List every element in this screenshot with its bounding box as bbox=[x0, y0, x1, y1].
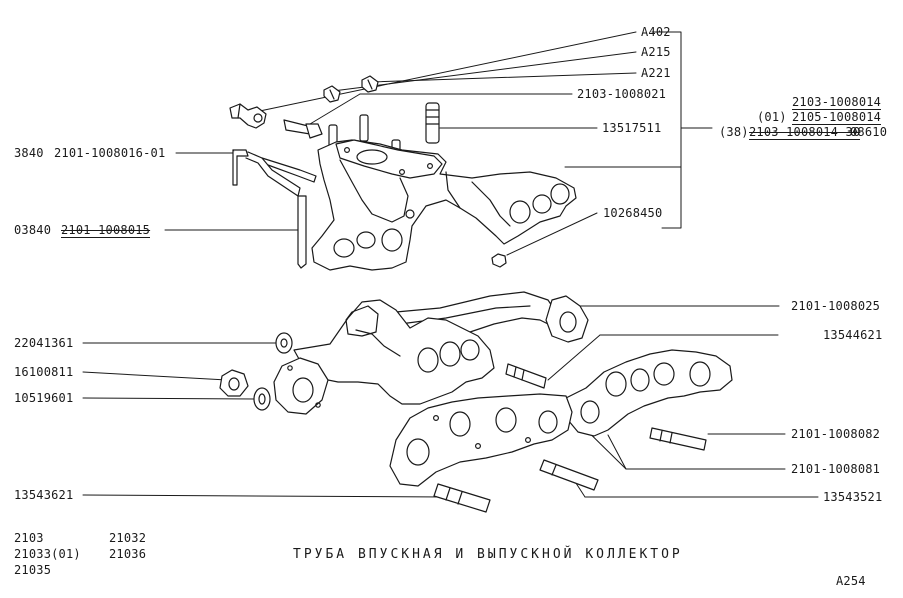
label-a215: A215 bbox=[641, 45, 671, 59]
label-13544621: 13544621 bbox=[823, 328, 883, 342]
label-group-line1: 2103-1008014 bbox=[792, 95, 882, 110]
bolt-2101-1008015 bbox=[297, 195, 307, 269]
leader-lines bbox=[82, 31, 819, 498]
bolt-2103-1008021 bbox=[283, 119, 323, 139]
bracket-2101-1008016-01 bbox=[232, 149, 317, 197]
nut-10268450 bbox=[491, 253, 507, 268]
gasket-2101-1008082 bbox=[565, 349, 733, 437]
label-group-line2: 2105-1008014 bbox=[792, 110, 882, 125]
label-3840: 3840 bbox=[14, 146, 44, 160]
label-22041361: 22041361 bbox=[14, 336, 74, 350]
model-code: 2103 bbox=[14, 531, 44, 545]
label-16100811: 16100811 bbox=[14, 365, 74, 379]
model-code: 21033(01) bbox=[14, 547, 81, 561]
label-2101-1008025: 2101-1008025 bbox=[791, 299, 881, 313]
washer-22041361 bbox=[275, 332, 293, 354]
label-group-line3-prefix: (38) bbox=[719, 125, 749, 139]
label-13517511: 13517511 bbox=[602, 121, 662, 135]
fitting-a215 bbox=[323, 85, 341, 103]
stud-13543621 bbox=[433, 483, 491, 513]
label-a221: A221 bbox=[641, 66, 671, 80]
gasket-2101-1008081 bbox=[389, 393, 573, 487]
washer-10519601 bbox=[253, 387, 271, 411]
stud-13517511 bbox=[425, 102, 440, 144]
nut-16100811 bbox=[219, 369, 249, 397]
label-2101-1008016-01: 2101-1008016-01 bbox=[54, 146, 166, 160]
model-code: 21035 bbox=[14, 563, 52, 577]
model-code: 21036 bbox=[109, 547, 147, 561]
model-code: 21032 bbox=[109, 531, 147, 545]
label-2101-1008082: 2101-1008082 bbox=[791, 427, 881, 441]
label-2103-1008021: 2103-1008021 bbox=[577, 87, 667, 101]
stud-13543521 bbox=[539, 459, 599, 491]
label-03840: 03840 bbox=[14, 223, 52, 237]
page-code: A254 bbox=[836, 574, 866, 588]
diagram-title: ТРУБА ВПУСКНАЯ И ВЫПУСКНОЙ КОЛЛЕКТОР bbox=[293, 547, 683, 562]
intake-manifold bbox=[311, 139, 577, 271]
label-group-line3: 2103-1008014-30 bbox=[749, 125, 861, 140]
stud-2101-1008082 bbox=[649, 427, 707, 451]
label-2101-1008015: 2101-1008015 bbox=[61, 223, 151, 238]
stud-13544621 bbox=[505, 363, 547, 389]
label-group-line2-prefix: (01) bbox=[757, 110, 787, 124]
label-2101-1008081: 2101-1008081 bbox=[791, 462, 881, 476]
label-10519601: 10519601 bbox=[14, 391, 74, 405]
label-13543621: 13543621 bbox=[14, 488, 74, 502]
label-a402: A402 bbox=[641, 25, 671, 39]
fitting-a402 bbox=[229, 103, 267, 129]
label-10268450: 10268450 bbox=[603, 206, 663, 220]
exhaust-manifold-2101-1008025 bbox=[273, 291, 589, 415]
fitting-a221 bbox=[361, 75, 379, 93]
label-13543521: 13543521 bbox=[823, 490, 883, 504]
label-group-line3-suffix: 08610 bbox=[850, 125, 888, 139]
